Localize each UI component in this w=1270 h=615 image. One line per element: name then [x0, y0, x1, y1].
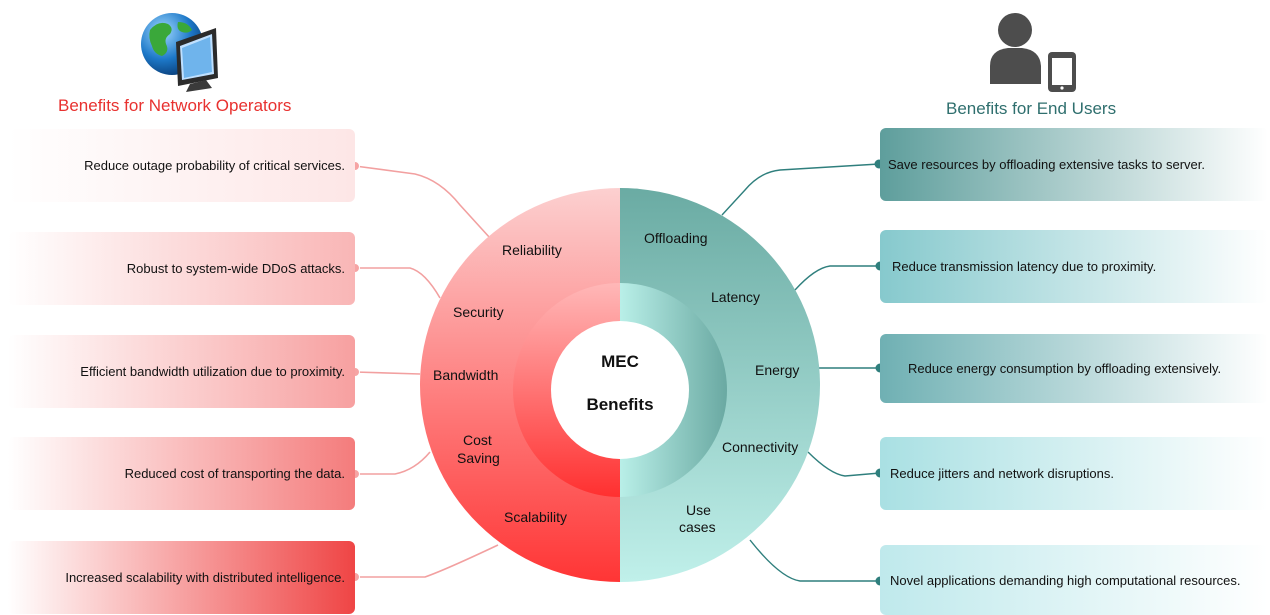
- segment-cases: cases: [679, 519, 716, 535]
- segment-bandwidth: Bandwidth: [433, 367, 499, 383]
- benefit-text: Novel applications demanding high comput…: [890, 572, 1241, 588]
- segment-cost: Cost: [463, 432, 492, 448]
- benefit-text: Reduce transmission latency due to proxi…: [892, 259, 1157, 274]
- right-benefit-latency: Reduce transmission latency due to proxi…: [880, 230, 1268, 303]
- benefit-text: Increased scalability with distributed i…: [65, 570, 345, 585]
- segment-use: Use: [686, 502, 711, 518]
- segment-connectivity: Connectivity: [722, 439, 799, 455]
- segment-security: Security: [453, 304, 504, 320]
- benefit-text: Save resources by offloading extensive t…: [888, 157, 1205, 172]
- benefit-text: Reduced cost of transporting the data.: [124, 466, 345, 481]
- right-benefit-offloading: Save resources by offloading extensive t…: [880, 128, 1268, 201]
- right-heading: Benefits for End Users: [946, 99, 1117, 118]
- left-benefit-security: Robust to system-wide DDoS attacks.: [8, 232, 355, 305]
- left-connectors: [354, 165, 499, 578]
- left-benefit-reliability: Reduce outage probability of critical se…: [8, 129, 355, 202]
- benefit-text: Robust to system-wide DDoS attacks.: [126, 261, 345, 276]
- segment-reliability: Reliability: [502, 242, 562, 258]
- user-phone-icon: [990, 13, 1076, 92]
- center-title-line1: MEC: [601, 352, 639, 371]
- segment-latency: Latency: [711, 289, 761, 305]
- left-benefit-bandwidth: Efficient bandwidth utilization due to p…: [8, 335, 355, 408]
- left-heading: Benefits for Network Operators: [58, 96, 292, 115]
- benefit-text: Reduce outage probability of critical se…: [84, 158, 345, 173]
- benefit-text: Reduce jitters and network disruptions.: [890, 466, 1115, 481]
- right-benefit-energy: Reduce energy consumption by offloading …: [880, 334, 1268, 403]
- right-benefit-connectivity: Reduce jitters and network disruptions.: [880, 437, 1268, 510]
- segment-energy: Energy: [755, 362, 800, 378]
- left-benefit-scalability: Increased scalability with distributed i…: [8, 541, 355, 614]
- right-connectors: [721, 163, 881, 582]
- benefit-text: Efficient bandwidth utilization due to p…: [80, 364, 345, 379]
- right-benefit-use-cases: Novel applications demanding high comput…: [880, 545, 1268, 615]
- center-title-line2: Benefits: [586, 395, 654, 414]
- mec-donut: [420, 188, 820, 582]
- segment-saving: Saving: [457, 450, 500, 466]
- left-benefit-cost-saving: Reduced cost of transporting the data.: [8, 437, 355, 510]
- benefit-text: Reduce energy consumption by offloading …: [908, 361, 1222, 376]
- globe-monitor-icon: [141, 13, 218, 92]
- segment-offloading: Offloading: [644, 230, 708, 246]
- segment-scalability: Scalability: [504, 509, 568, 525]
